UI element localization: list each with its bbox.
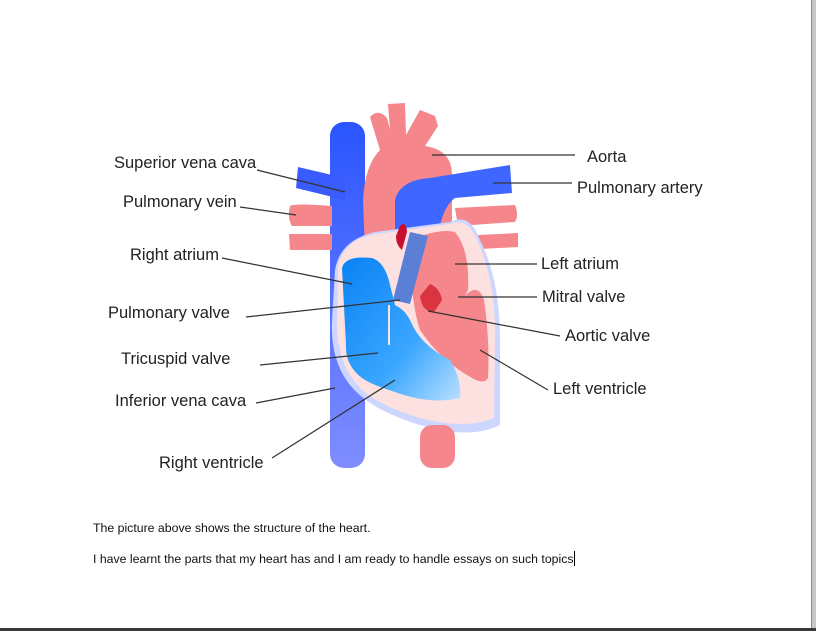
label-aortic-valve: Aortic valve [565,327,650,345]
right-heart-shape [342,257,461,401]
paragraph-1-text: The picture above shows the structure of… [93,521,371,535]
label-tricuspid-valve: Tricuspid valve [121,350,230,368]
label-mitral-valve: Mitral valve [542,288,625,306]
svc-branch-shape [296,167,345,200]
descending-aorta-shape [420,425,455,468]
label-inferior-vena-cava: Inferior vena cava [115,392,247,410]
pulmonary-valve-shape [393,232,428,304]
page-right-edge [811,0,816,631]
pulmonary-artery-shape [395,165,512,240]
leader-lines [221,154,575,459]
label-superior-vena-cava: Superior vena cava [114,154,257,172]
page-bottom-edge [0,628,816,631]
label-pulmonary-artery: Pulmonary artery [577,179,703,197]
heart-diagram: Superior vena cava Pulmonary vein Right … [108,103,703,472]
label-left-ventricle: Left ventricle [553,380,647,398]
aortic-root-shape [396,224,407,250]
mitral-valve-shape [420,284,442,312]
paragraph-2[interactable]: I have learnt the parts that my heart ha… [93,551,575,566]
paragraph-2-text: I have learnt the parts that my heart ha… [93,552,574,566]
left-heart-shape [410,231,489,382]
label-left-atrium: Left atrium [541,255,619,273]
label-pulmonary-vein: Pulmonary vein [123,193,237,211]
text-cursor [573,551,575,566]
label-aorta: Aorta [587,148,627,166]
label-right-atrium: Right atrium [130,246,219,264]
paragraph-1[interactable]: The picture above shows the structure of… [93,521,371,535]
pulmonary-vein-left-shape [288,204,332,250]
label-right-ventricle: Right ventricle [159,454,264,472]
label-pulmonary-valve: Pulmonary valve [108,304,230,322]
